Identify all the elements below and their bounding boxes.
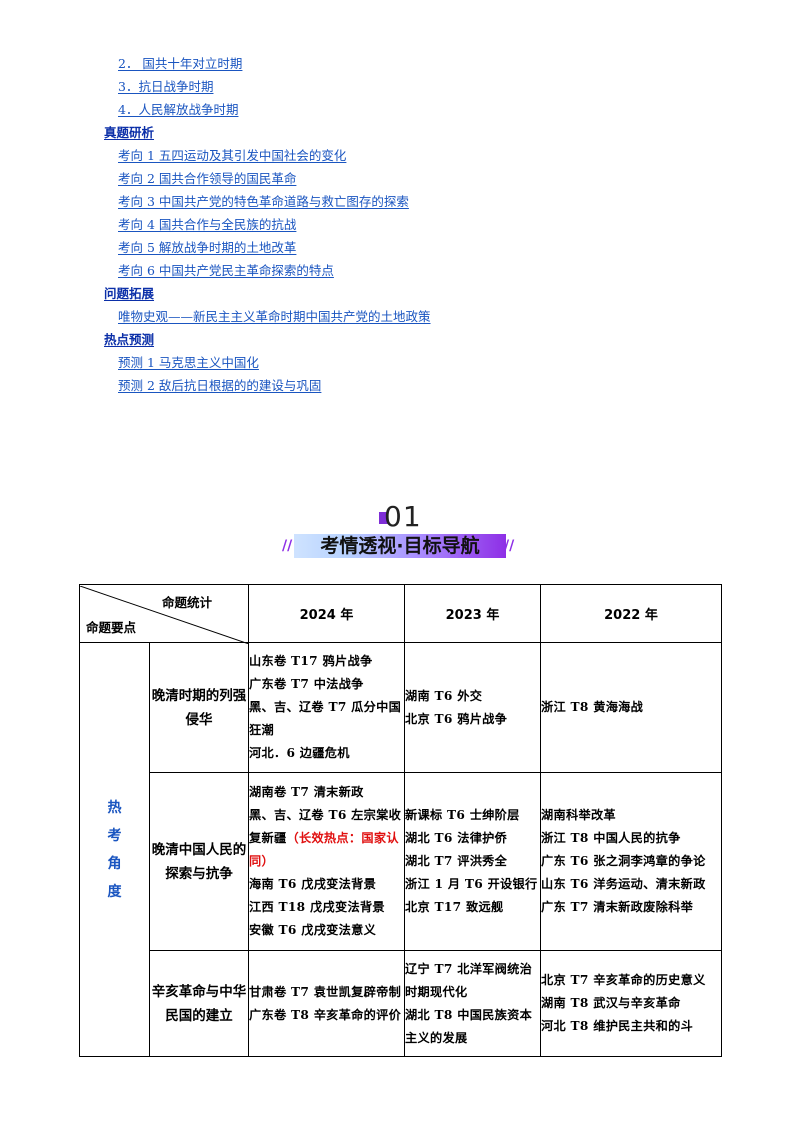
diagonal-line (80, 585, 249, 644)
banner-slash-right: // (504, 538, 515, 554)
cell-2022: 北京 T7 辛亥革命的历史意义 湖南 T8 武汉与辛亥革命 河北 T8 维护民主… (540, 950, 722, 1057)
topic-cell: 辛亥革命与中华民国的建立 (149, 950, 249, 1057)
cell-line: 黑、吉、辽卷 T7 瓜分中国狂潮 (249, 700, 402, 737)
cell-line: 新课标 T6 士绅阶层 (405, 808, 520, 822)
cell-2024: 山东卷 T17 鸦片战争 广东卷 T7 中法战争 黑、吉、辽卷 T7 瓜分中国狂… (248, 642, 405, 773)
cell-line: 北京 T6 鸦片战争 (405, 711, 508, 726)
cell-2024: 湖南卷 T7 清末新政 黑、吉、辽卷 T6 左宗棠收复新疆（长效热点：国家认同）… (248, 772, 405, 951)
cell-line: 海南 T6 戊戌变法背景 (249, 877, 377, 891)
cell-line: 甘肃卷 T7 袁世凯复辟帝制 (249, 984, 402, 999)
topic-cell: 晚清中国人民的探索与抗争 (149, 772, 249, 951)
banner-accent-mark (379, 512, 388, 524)
exam-overview-table: 命题统计 命题要点 2024 年 2023 年 2022 年 热 考 角 度 晚… (79, 584, 722, 1057)
header-diagonal-cell: 命题统计 命题要点 (79, 584, 249, 644)
cell-text: 黑、吉、辽卷 T6 左宗棠收复新疆 (249, 808, 402, 845)
hot-note: （长效热点：国家认同） (249, 831, 399, 868)
table-row: 热 考 角 度 晚清时期的列强侵华 山东卷 T17 鸦片战争 广东卷 T7 中法… (79, 642, 722, 1057)
side-char: 角 (107, 855, 122, 872)
cell-2022: 湖南科举改革 浙江 T8 中国人民的抗争 广东 T6 张之洞李鸿章的争论 山东 … (540, 772, 722, 951)
cell-line: 浙江 1 月 T6 开设银行 (405, 877, 538, 891)
cell-line: 北京 T17 致远舰 (405, 900, 504, 914)
table-header-row: 命题统计 命题要点 2024 年 2023 年 2022 年 (79, 584, 722, 644)
topic-cell: 晚清时期的列强侵华 (149, 642, 249, 773)
cell-line: 北京 T7 辛亥革命的历史意义 (541, 973, 706, 987)
cell-line: 河北．6 边疆危机 (249, 746, 350, 760)
toc-link-direction-5[interactable]: 考向 5 解放战争时期的土地改革 (118, 240, 297, 255)
toc-link-period-3[interactable]: 3．抗日战争时期 (118, 79, 214, 94)
toc-link-materialism[interactable]: 唯物史观——新民主主义革命时期中国共产党的土地政策 (118, 309, 431, 324)
cell-line: 广东卷 T7 中法战争 (249, 677, 364, 691)
toc-link-period-4[interactable]: 4．人民解放战争时期 (118, 102, 239, 117)
toc-link-period-2[interactable]: 2． 国共十年对立时期 (118, 56, 243, 71)
cell-line: 广东 T7 清末新政废除科举 (541, 900, 694, 914)
banner-gradient-bar (294, 534, 506, 558)
cell-line: 江西 T18 戊戌变法背景 (249, 900, 385, 914)
toc-heading-exam-analysis[interactable]: 真题研析 (104, 125, 155, 140)
toc-heading-forecast[interactable]: 热点预测 (104, 332, 155, 347)
banner-slash-left: // (282, 538, 293, 554)
cell-line: 湖南科举改革 (541, 808, 616, 822)
cell-2024: 甘肃卷 T7 袁世凯复辟帝制 广东卷 T8 辛亥革命的评价 (248, 950, 405, 1057)
cell-2023: 辽宁 T7 北洋军阀统治时期现代化 湖北 T8 中国民族资本主义的发展 (404, 950, 541, 1057)
cell-2023: 新课标 T6 士绅阶层 湖北 T6 法律护侨 湖北 T7 评洪秀全 浙江 1 月… (404, 772, 541, 951)
cell-line: 湖北 T6 法律护侨 (405, 831, 508, 845)
cell-line: 安徽 T6 戊戌变法意义 (249, 923, 377, 937)
toc-link-direction-2[interactable]: 考向 2 国共合作领导的国民革命 (118, 171, 297, 186)
cell-line: 湖北 T7 评洪秀全 (405, 854, 508, 868)
cell-line: 山东卷 T17 鸦片战争 (249, 654, 373, 668)
header-stat-label: 命题统计 (161, 594, 212, 610)
table-row: 辛亥革命与中华民国的建立 甘肃卷 T7 袁世凯复辟帝制 广东卷 T8 辛亥革命的… (80, 950, 722, 1057)
cell-line: 湖北 T8 中国民族资本主义的发展 (405, 1007, 533, 1045)
toc-link-forecast-1[interactable]: 预测 1 马克思主义中国化 (118, 355, 259, 370)
cell-2023: 湖南 T6 外交 北京 T6 鸦片战争 (404, 642, 541, 773)
toc-link-direction-1[interactable]: 考向 1 五四运动及其引发中国社会的变化 (118, 148, 347, 163)
header-year-2022: 2022 年 (540, 584, 722, 643)
side-char: 度 (107, 883, 122, 900)
side-char: 热 (107, 799, 122, 816)
header-year-2024: 2024 年 (248, 584, 405, 643)
header-point-label: 命题要点 (86, 619, 137, 635)
cell-line: 湖南 T6 外交 (405, 688, 483, 703)
cell-line: 湖南卷 T7 清末新政 (249, 785, 364, 799)
cell-line: 广东卷 T8 辛亥革命的评价 (249, 1007, 402, 1022)
cell-line: 黑、吉、辽卷 T6 左宗棠收复新疆（长效热点：国家认同） (249, 804, 404, 873)
hot-angle-label: 热 考 角 度 (79, 642, 150, 1057)
toc-link-direction-6[interactable]: 考向 6 中国共产党民主革命探索的特点 (118, 263, 334, 278)
cell-line: 广东 T6 张之洞李鸿章的争论 (541, 854, 706, 868)
cell-line: 浙江 T8 中国人民的抗争 (541, 831, 681, 845)
section-banner: 01 // // 考情透视·目标导航 (280, 500, 520, 562)
side-char: 考 (107, 827, 122, 844)
cell-line: 山东 T6 洋务运动、清末新政 (541, 877, 706, 891)
toc-link-direction-3[interactable]: 考向 3 中国共产党的特色革命道路与救亡图存的探索 (118, 194, 409, 209)
banner-title: 考情透视·目标导航 (320, 535, 480, 557)
cell-line: 浙江 T8 黄海海战 (541, 700, 644, 714)
header-year-2023: 2023 年 (404, 584, 541, 643)
banner-number: 01 (384, 500, 422, 533)
table-row: 晚清中国人民的探索与抗争 湖南卷 T7 清末新政 黑、吉、辽卷 T6 左宗棠收复… (80, 772, 722, 951)
toc-heading-extension[interactable]: 问题拓展 (104, 286, 155, 301)
toc-link-direction-4[interactable]: 考向 4 国共合作与全民族的抗战 (118, 217, 297, 232)
cell-2022: 浙江 T8 黄海海战 (540, 642, 722, 773)
cell-line: 辽宁 T7 北洋军阀统治时期现代化 (405, 961, 533, 999)
toc-link-forecast-2[interactable]: 预测 2 敌后抗日根据的的建设与巩固 (118, 378, 322, 393)
cell-line: 湖南 T8 武汉与辛亥革命 (541, 996, 681, 1010)
cell-line: 河北 T8 维护民主共和的斗 (541, 1019, 694, 1033)
